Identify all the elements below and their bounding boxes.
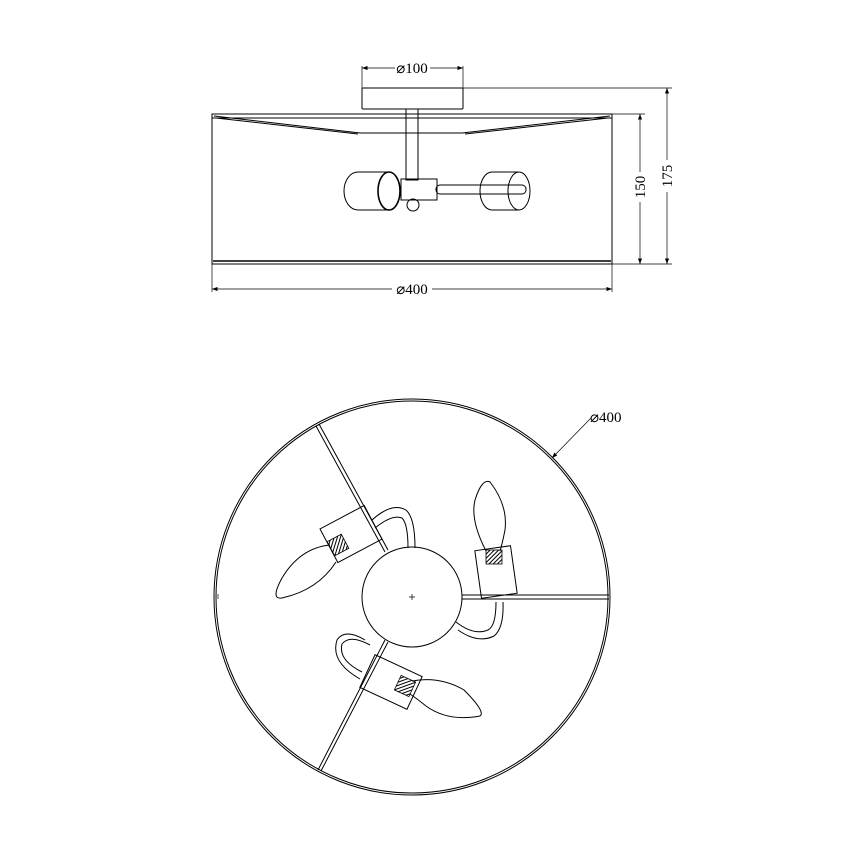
stem	[405, 108, 419, 181]
shade-circle	[213, 398, 611, 796]
bottom-diameter-label: ⌀400	[590, 410, 622, 426]
total-height-label: 175	[660, 165, 676, 188]
plate-diameter-label: ⌀100	[396, 61, 428, 77]
hub	[400, 178, 438, 201]
socket-left	[343, 171, 388, 211]
shade-outline	[211, 113, 613, 265]
bulb-right	[473, 480, 518, 599]
ceiling-plate	[361, 87, 464, 110]
shade-diameter-label: ⌀400	[396, 282, 428, 298]
spokes	[315, 423, 609, 772]
diffuser-top	[213, 115, 611, 135]
shade-height-label: 150	[633, 176, 649, 199]
center-hub	[361, 546, 463, 648]
socket-right	[479, 171, 519, 211]
bottom-view: ⌀400	[213, 398, 622, 796]
bulb-lower-left	[359, 654, 482, 719]
side-view: ⌀100 ⌀400 150 175	[211, 61, 676, 298]
bulb-upper-left	[275, 504, 383, 599]
